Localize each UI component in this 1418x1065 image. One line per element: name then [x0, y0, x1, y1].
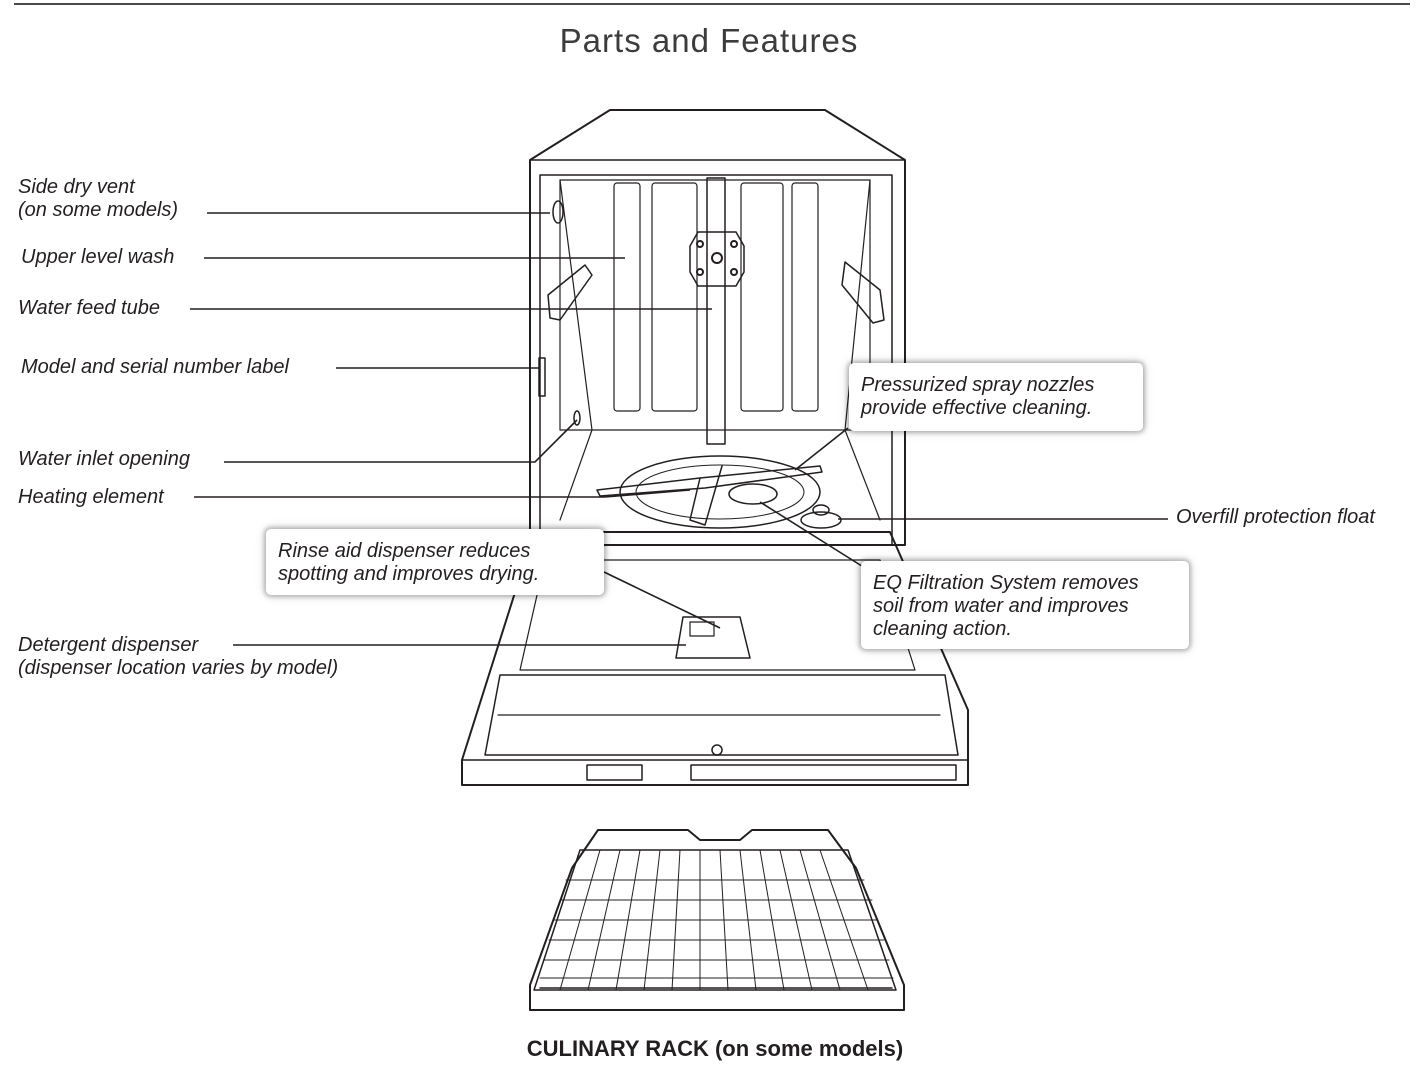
leader-filtration — [759, 501, 866, 569]
box-text: soil from water and improves — [873, 595, 1129, 617]
culinary-rack — [529, 829, 905, 1011]
leader-rinse-aid — [603, 571, 721, 629]
callout-water-inlet-opening: Water inlet opening — [18, 448, 190, 471]
box-text: spotting and improves drying. — [278, 563, 540, 585]
callout-water-feed-tube: Water feed tube — [18, 297, 160, 320]
detergent-cup — [675, 616, 751, 659]
top-rule — [14, 3, 1410, 5]
leader-water-inlet — [224, 419, 578, 463]
box-text: Pressurized spray nozzles — [861, 374, 1095, 396]
water-feed-tube — [706, 177, 726, 445]
callout-overfill-float: Overfill protection float — [1176, 506, 1375, 529]
callout-text: Side dry vent — [18, 176, 135, 198]
callout-text: Model and serial number label — [21, 356, 289, 378]
box-spray-nozzles: Pressurized spray nozzles provide effect… — [849, 363, 1143, 431]
rack-caption: CULINARY RACK (on some models) — [526, 1036, 904, 1061]
callout-text: Heating element — [18, 486, 164, 508]
box-text: EQ Filtration System removes — [873, 572, 1139, 594]
callout-text: Overfill protection float — [1176, 506, 1375, 528]
callout-upper-level-wash: Upper level wash — [21, 246, 174, 269]
box-text: provide effective cleaning. — [861, 397, 1093, 419]
box-rinse-aid: Rinse aid dispenser reduces spotting and… — [266, 529, 604, 595]
callout-text: (on some models) — [18, 199, 179, 221]
side-dry-vent — [552, 200, 564, 224]
callout-model-serial-label: Model and serial number label — [21, 356, 289, 379]
callout-text: Water inlet opening — [18, 448, 190, 470]
callout-text: Upper level wash — [21, 246, 175, 268]
upper-wash-hub — [689, 231, 745, 287]
model-serial-label — [538, 357, 546, 397]
leader-spray-nozzles — [794, 427, 849, 471]
box-filtration: EQ Filtration System removes soil from w… — [861, 561, 1189, 649]
lower-spray-arm — [596, 465, 823, 497]
callout-text: (dispenser location varies by model) — [18, 657, 339, 679]
box-text: Rinse aid dispenser reduces — [278, 540, 531, 562]
tub-interior — [539, 174, 893, 546]
leader-heating-element — [194, 489, 691, 498]
box-text: cleaning action. — [873, 618, 1012, 640]
callout-heating-element: Heating element — [18, 486, 164, 509]
page-title: Parts and Features — [559, 22, 859, 59]
overfill-float — [800, 511, 842, 529]
callout-text: Detergent dispenser — [18, 634, 199, 656]
callout-text: Water feed tube — [18, 297, 160, 319]
callout-detergent-dispenser: Detergent dispenser (dispenser location … — [18, 634, 338, 680]
filter-bowl — [619, 455, 821, 529]
callout-side-dry-vent: Side dry vent (on some models) — [18, 176, 178, 222]
